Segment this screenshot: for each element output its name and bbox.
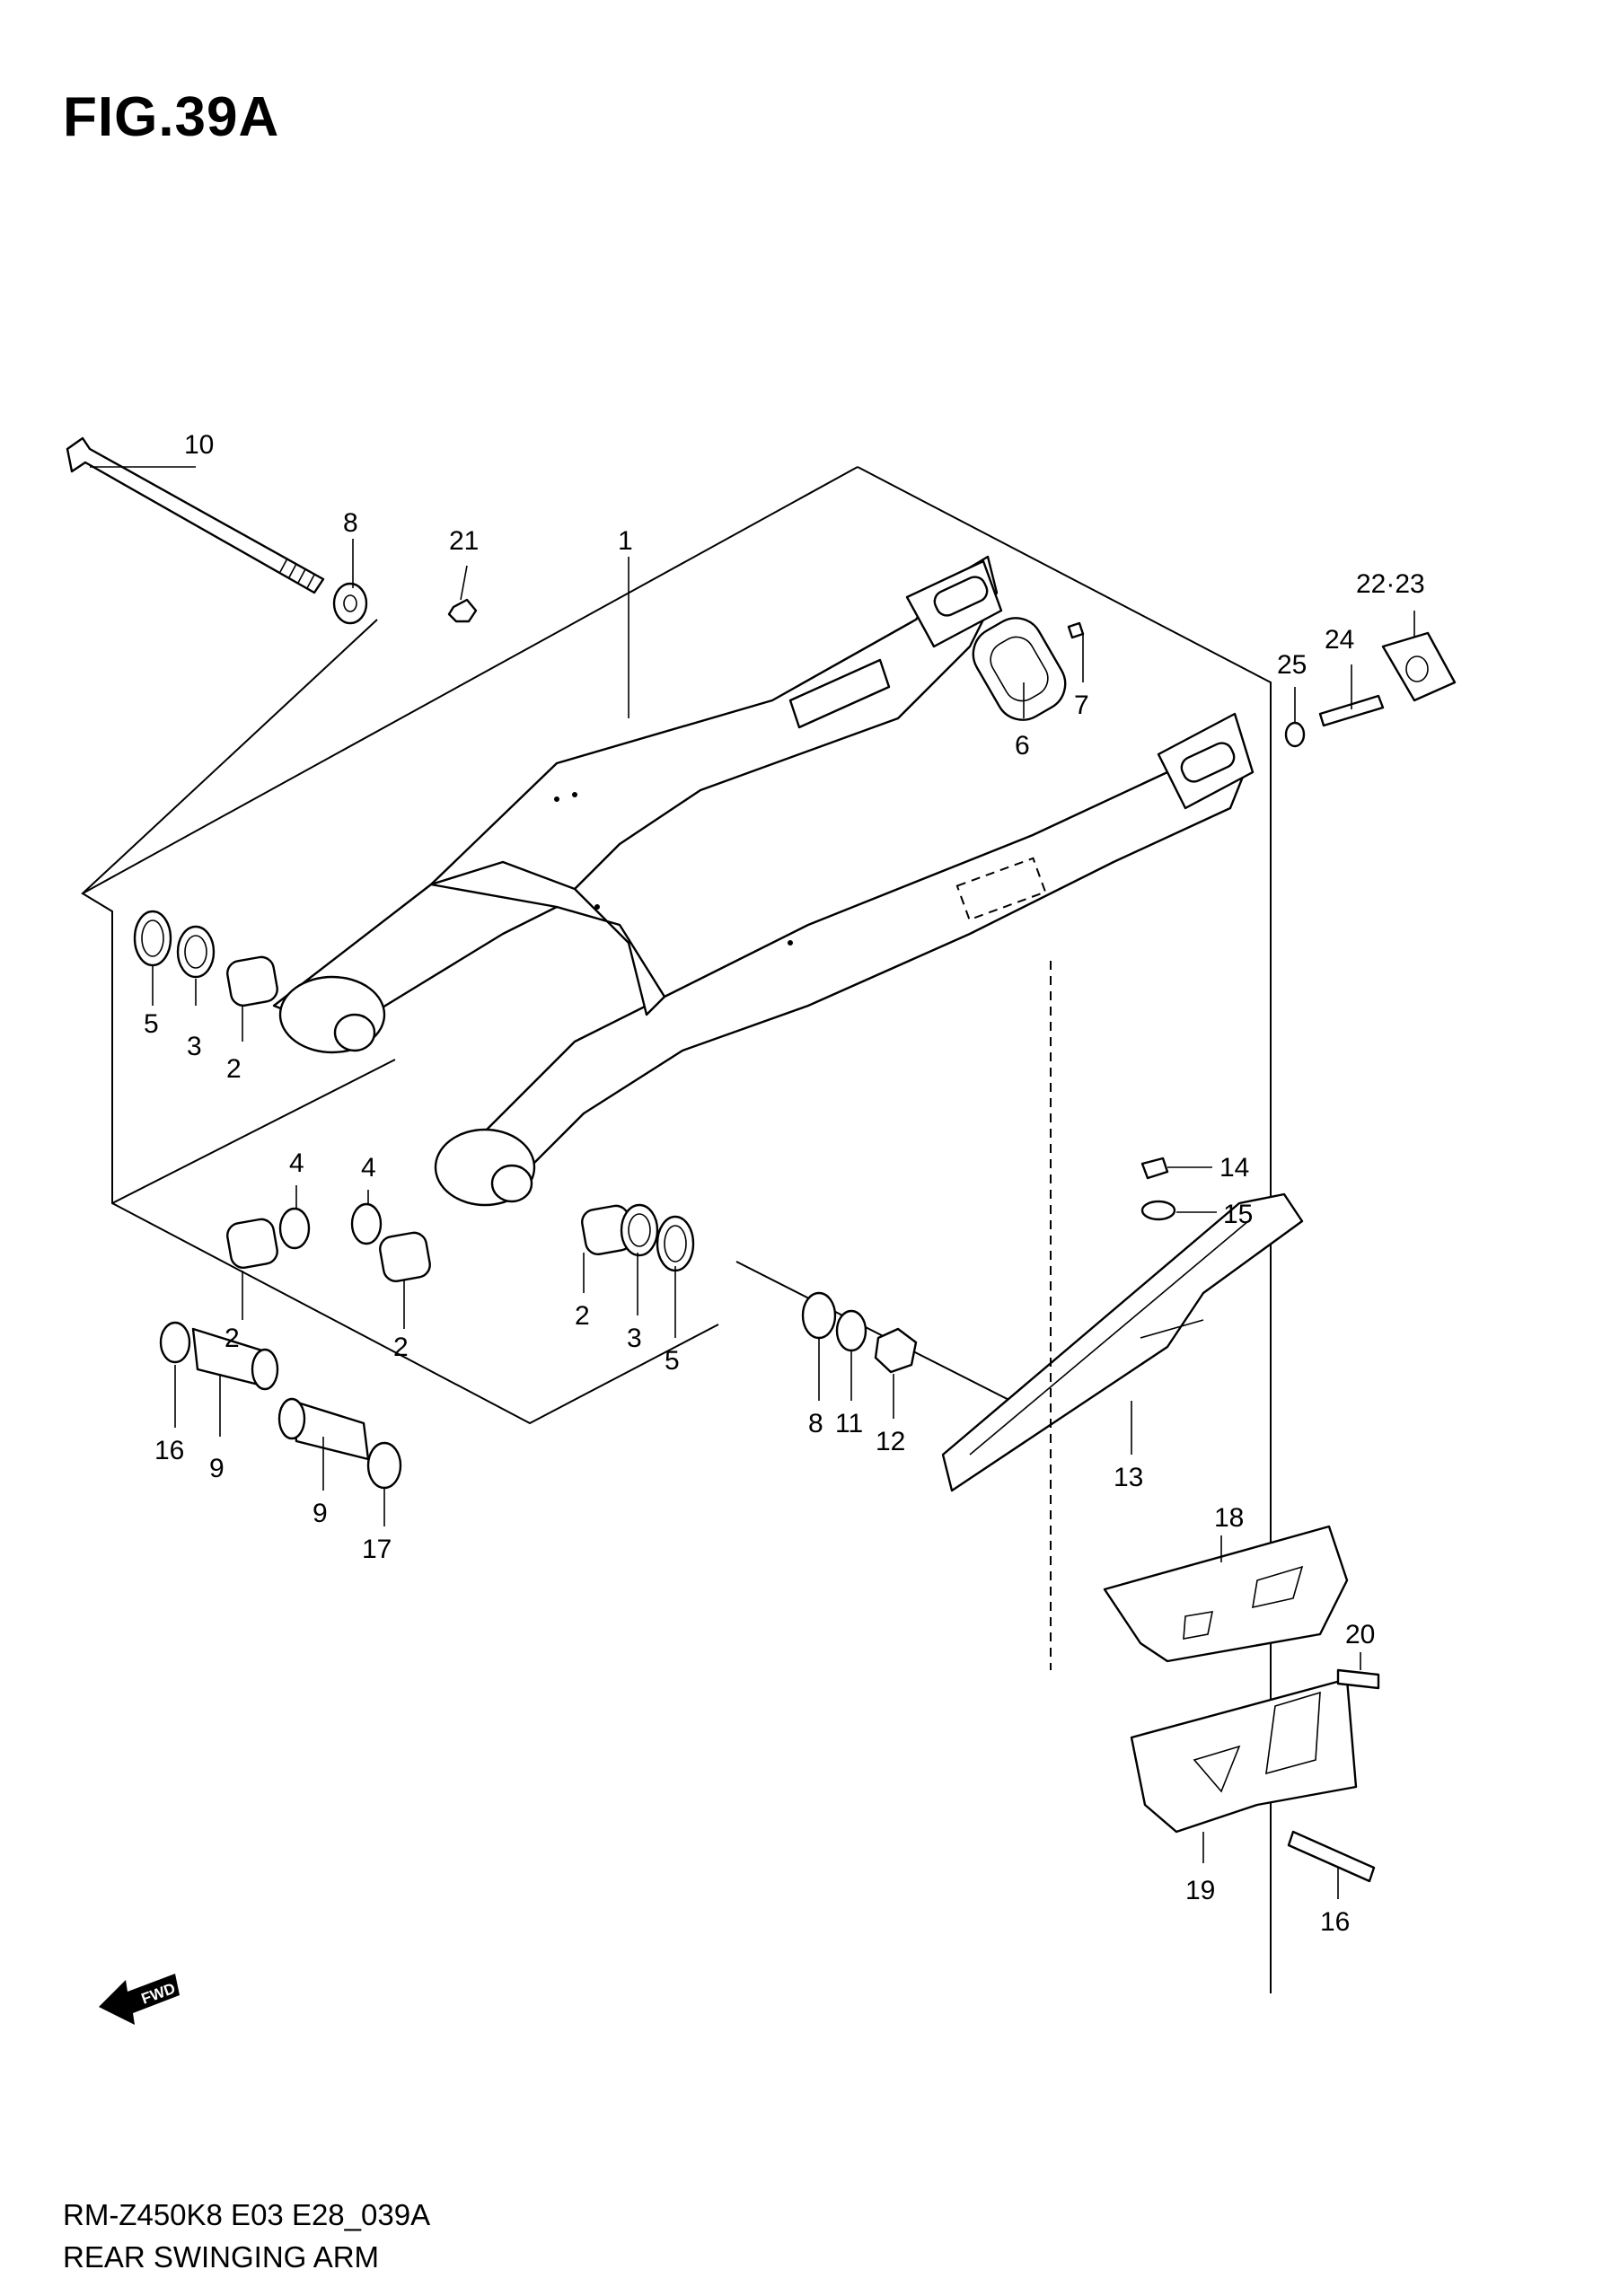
upper-fasteners: [332, 582, 1457, 748]
callout-5: 5: [144, 1009, 159, 1039]
callout-7: 7: [1074, 691, 1089, 720]
callout-10: 10: [184, 430, 214, 460]
leader-lines: [90, 466, 1415, 1899]
callout-18: 19: [1185, 1876, 1215, 1905]
callout-3b: 3: [627, 1324, 642, 1353]
callout-1: 1: [618, 526, 633, 556]
callout-24: 24: [1325, 625, 1354, 655]
callout-9b: 9: [313, 1499, 328, 1528]
callout-15: 15: [1223, 1200, 1253, 1229]
callout-14: 14: [1219, 1153, 1249, 1183]
callout-16: 16: [154, 1436, 184, 1465]
callout-4: 4: [289, 1148, 304, 1178]
swing-arm-body: [272, 555, 1255, 1207]
figure-title: FIG.39A: [63, 86, 280, 148]
callout-5b: 5: [665, 1346, 680, 1376]
diagram-code: RM-Z450K8 E03 E28_039A: [63, 2198, 431, 2231]
callout-19: 16: [1320, 1907, 1350, 1937]
callout-12: 12: [876, 1427, 905, 1456]
callout-17: 18: [1214, 1503, 1244, 1533]
pivot-bearings: [133, 910, 695, 1282]
callout-3: 3: [187, 1032, 202, 1061]
callout-2c: 2: [393, 1333, 409, 1362]
pivot-collars: [159, 1291, 918, 1490]
callout-9: 9: [209, 1454, 225, 1483]
callout-6: 6: [1015, 731, 1030, 761]
callout-2b: 2: [225, 1324, 240, 1353]
callout-8: 8: [343, 508, 358, 538]
callout-21: 21: [449, 526, 479, 556]
callout-13: 13: [1114, 1463, 1143, 1492]
fwd-arrow-icon: FWD: [99, 1974, 180, 2025]
callout-20: 20: [1345, 1620, 1375, 1649]
callout-2d: 2: [575, 1301, 590, 1331]
pivot-shaft: [66, 436, 325, 594]
callout-11: 11: [835, 1409, 863, 1438]
callout-22-23: 22·23: [1356, 569, 1425, 599]
chain-slider-and-guide: [941, 961, 1380, 1883]
callout-16b: 17: [362, 1535, 392, 1564]
callout-8b: 8: [808, 1409, 823, 1438]
callout-2: 2: [226, 1054, 242, 1084]
callout-25: 25: [1277, 650, 1307, 680]
diagram-name: REAR SWINGING ARM: [63, 2240, 380, 2274]
callout-4b: 4: [361, 1153, 376, 1183]
callout-labels: 10 8 21 1 6 7 22·23 24 25 5 3 2 4 4 2 2 …: [144, 430, 1425, 1937]
